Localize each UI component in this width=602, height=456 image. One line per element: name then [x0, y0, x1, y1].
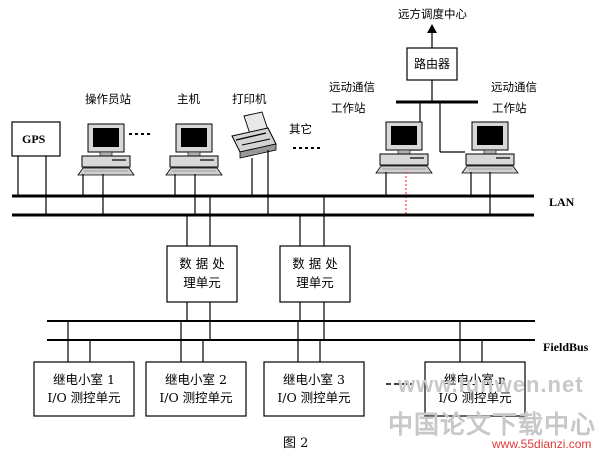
ellipsis-dots-1 [129, 133, 150, 135]
remote-center-label: 远方调度中心 [398, 7, 467, 21]
printer-label: 打印机 [232, 92, 267, 106]
remote-ws-2-line2: 工作站 [492, 101, 527, 115]
io-unit-n: 继电小室 n I/O 测控单元 [425, 371, 525, 407]
uplink-arrow [427, 24, 437, 33]
watermark-line1: www.lunwen.net [398, 372, 584, 397]
host-computer [165, 123, 223, 176]
io-unit-n-line2: I/O 测控单元 [438, 390, 512, 405]
io-unit-n-box [424, 361, 526, 417]
operator-station-computer [77, 123, 135, 176]
io-unit-3-line1: 继电小室 3 [283, 372, 345, 387]
remote-ws-1-line1: 远动通信 [329, 80, 375, 94]
router-box [406, 47, 458, 81]
watermark-line2: 中国论文下载中心 [388, 411, 597, 439]
io-unit-3: 继电小室 3 I/O 测控单元 [264, 371, 364, 407]
other-label: 其它 [289, 122, 312, 136]
processing-unit-1-line2: 理单元 [183, 275, 221, 290]
io-unit-2-line2: I/O 测控单元 [159, 390, 233, 405]
gps-box [11, 121, 61, 157]
operator-station-label: 操作员站 [85, 92, 131, 106]
io-unit-n-line1: 继电小室 n [443, 372, 507, 387]
watermark-url: www.55dianzi.com [492, 437, 592, 451]
processing-unit-2: 数 据 处 理单元 [280, 254, 350, 292]
remote-ws-2-line1: 远动通信 [491, 80, 537, 94]
processing-unit-1-box [166, 245, 238, 303]
processing-unit-2-box [279, 245, 351, 303]
io-unit-1-line1: 继电小室 1 [53, 372, 115, 387]
processing-unit-1-line1: 数 据 处 [179, 256, 225, 271]
host-label: 主机 [177, 92, 200, 106]
io-unit-2-box [145, 361, 247, 417]
remote-workstation-2-computer [461, 121, 519, 174]
remote-ws-1-line2: 工作站 [331, 101, 366, 115]
processing-unit-1: 数 据 处 理单元 [167, 254, 237, 292]
io-unit-1: 继电小室 1 I/O 测控单元 [34, 371, 134, 407]
io-unit-1-line2: I/O 测控单元 [47, 390, 121, 405]
remote-workstation-1-computer [375, 121, 433, 174]
router-label: 路由器 [414, 57, 451, 71]
io-unit-3-box [263, 361, 365, 417]
io-unit-3-line2: I/O 测控单元 [277, 390, 351, 405]
io-unit-2: 继电小室 2 I/O 测控单元 [146, 371, 246, 407]
gps-label: GPS [22, 132, 46, 146]
processing-unit-2-line1: 数 据 处 [292, 256, 338, 271]
lan-label: LAN [549, 195, 575, 209]
fieldbus-label: FieldBus [543, 340, 589, 354]
figure-caption: 图 2 [283, 436, 309, 451]
io-unit-1-box [33, 361, 135, 417]
ellipsis-dots-2 [293, 147, 320, 149]
processing-unit-2-line2: 理单元 [296, 275, 334, 290]
printer-device [231, 111, 277, 159]
io-unit-2-line1: 继电小室 2 [165, 372, 227, 387]
